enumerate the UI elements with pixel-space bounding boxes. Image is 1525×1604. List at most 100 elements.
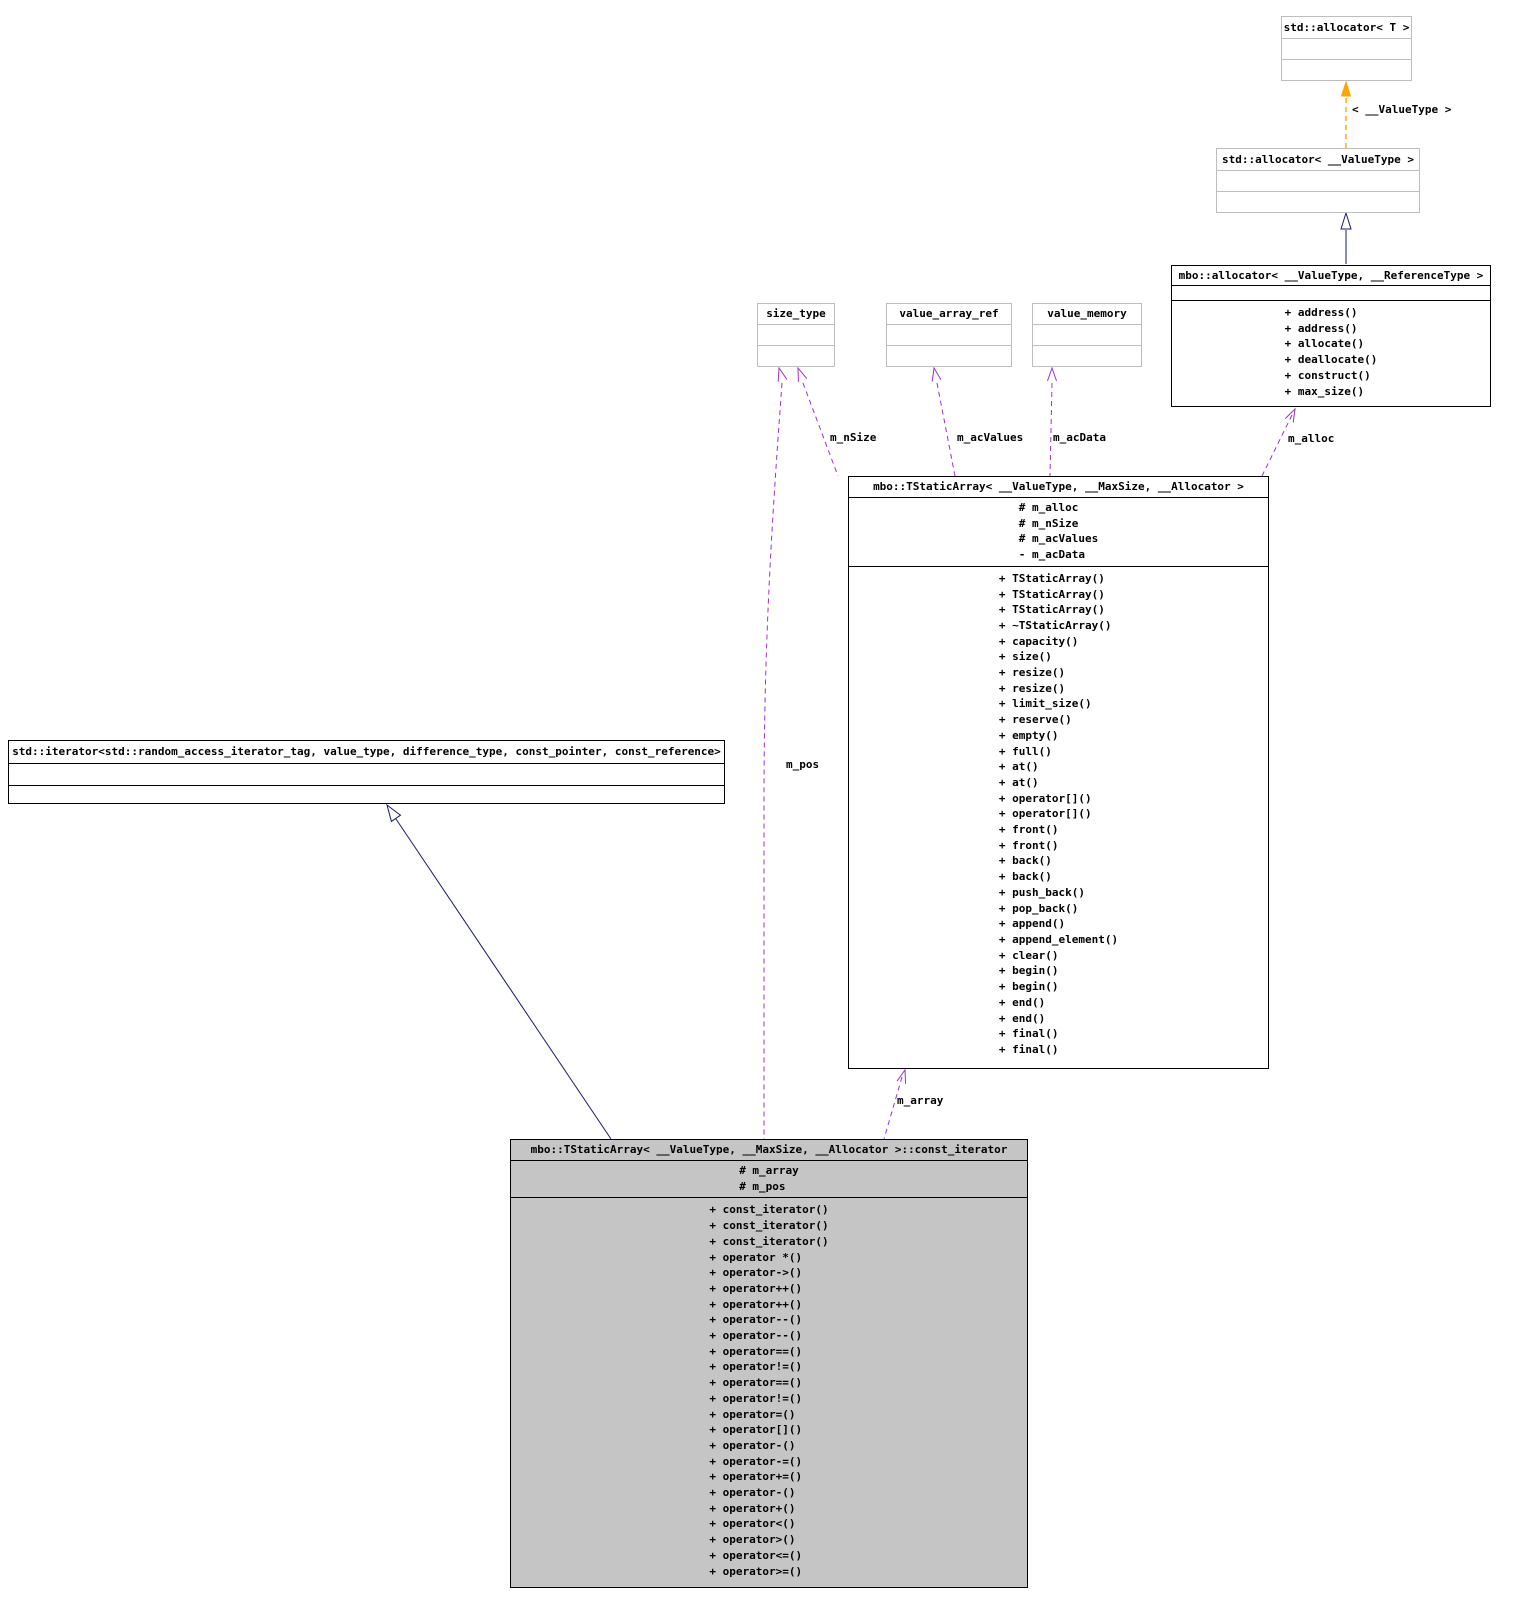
member-line: + append_element() [998,932,1119,946]
method-list: + TStaticArray() + TStaticArray() + TStati… [999,571,1118,1058]
member-line: + capacity() [998,634,1079,648]
member-line: + at() [998,775,1039,789]
member-line: + operator<() [709,1517,796,1531]
member-line: + TStaticArray() [998,571,1105,585]
member-line: + operator>=() [709,1564,803,1578]
member-line: + operator[]() [998,791,1092,805]
edge-m-nsize [797,366,839,477]
attributes-compartment [1282,39,1411,59]
member-line: + operator+() [709,1501,796,1515]
member-line: + const_iterator() [709,1219,829,1233]
member-line: + operator++() [709,1281,803,1295]
method-list: + const_iterator()+ const_iterator()+ co… [709,1202,828,1579]
class-title: mbo::TStaticArray< __ValueType, __MaxSiz… [511,1140,1027,1161]
member-line: + const_iterator() [709,1203,829,1217]
class-box-const-iterator: mbo::TStaticArray< __ValueType, __MaxSiz… [510,1139,1028,1589]
class-title[interactable]: mbo::TStaticArray< __ValueType, __MaxSiz… [849,477,1268,498]
member-line: - m_acData [1018,548,1085,562]
member-line: + operator[]() [998,807,1092,821]
edge-m-array [883,1068,907,1140]
edge-m-acdata [1047,366,1057,477]
member-line: + operator--() [709,1313,803,1327]
method-list: + address()+ address()+ allocate()+ deal… [1285,305,1378,399]
member-line: + end() [998,1011,1046,1025]
class-title[interactable]: std::iterator<std::random_access_iterato… [9,741,724,764]
edge-m-pos [763,366,788,1139]
member-line: + begin() [998,964,1059,978]
attributes-compartment: # m_alloc# m_nSize# m_acValues- m_acData [849,498,1268,566]
member-line: + allocate() [1284,337,1365,351]
edge-label-m-nsize: m_nSize [830,431,877,444]
class-box-std-allocator-valuetype: std::allocator< __ValueType > [1216,148,1420,213]
class-box-value-memory: value_memory [1032,303,1142,367]
class-title: std::allocator< T > [1282,17,1411,39]
methods-compartment [1282,59,1411,80]
attribute-list: # m_alloc# m_nSize# m_acValues- m_acData [1019,500,1098,563]
member-line: + TStaticArray() [998,587,1105,601]
attributes-compartment [9,764,724,785]
class-box-size-type: size_type [757,303,835,367]
member-line: + full() [998,744,1052,758]
class-title[interactable]: mbo::allocator< __ValueType, __Reference… [1172,266,1490,286]
member-line: + at() [998,760,1039,774]
member-line: + ~TStaticArray() [998,618,1112,632]
member-line: + operator>() [709,1533,796,1547]
member-line: + operator-() [709,1486,796,1500]
attributes-compartment [758,325,834,345]
member-line: + resize() [998,681,1066,695]
class-box-tstaticarray[interactable]: mbo::TStaticArray< __ValueType, __MaxSiz… [848,476,1269,1069]
member-line: + back() [998,870,1052,884]
edge-label-m-pos: m_pos [786,758,820,771]
member-line: + operator++() [709,1297,803,1311]
edge-label-m-acdata: m_acData [1053,431,1106,444]
edge-label-m-alloc: m_alloc [1288,432,1335,445]
edge-m-alloc [1261,407,1296,477]
member-line: + address() [1284,321,1358,335]
member-line: + operator[]() [709,1423,803,1437]
attributes-compartment: # m_array # m_pos [511,1161,1027,1197]
member-line: + TStaticArray() [998,603,1105,617]
member-line: + max_size() [1284,384,1365,398]
member-line: + operator-=() [709,1454,803,1468]
member-line: + operator+=() [709,1470,803,1484]
member-line: + final() [998,1042,1059,1056]
member-line: + begin() [998,980,1059,994]
member-line: + size() [998,650,1052,664]
member-line: # m_nSize [1018,516,1079,530]
class-box-mbo-allocator[interactable]: mbo::allocator< __ValueType, __Reference… [1171,265,1491,408]
member-line: + operator-() [709,1438,796,1452]
attributes-compartment [1033,325,1141,345]
attribute-list: # m_array # m_pos [739,1163,799,1194]
member-line: # m_array [739,1164,799,1177]
attributes-compartment [1217,171,1419,191]
class-title: value_memory [1033,304,1141,325]
methods-compartment: + address()+ address()+ allocate()+ deal… [1172,300,1490,406]
member-line: + push_back() [998,885,1085,899]
member-line: + back() [998,854,1052,868]
methods-compartment [1033,345,1141,366]
edge-label-template-args: < __ValueType > [1352,103,1452,116]
member-line: + clear() [998,948,1059,962]
edge-template-instantiation [1340,80,1352,148]
member-line: + const_iterator() [709,1234,829,1248]
member-line: + front() [998,838,1059,852]
member-line: + resize() [998,666,1066,680]
class-box-std-iterator[interactable]: std::iterator<std::random_access_iterato… [8,740,725,804]
class-title: std::allocator< __ValueType > [1217,149,1419,171]
member-line: + operator *() [709,1250,803,1264]
member-line: + append() [998,917,1066,931]
methods-compartment: + TStaticArray() + TStaticArray() + TStati… [849,565,1268,1068]
member-line: # m_pos [739,1179,786,1193]
member-line: # m_alloc [1018,501,1079,514]
member-line: + reserve() [998,713,1072,727]
class-title: size_type [758,304,834,325]
member-line: + operator=() [709,1407,796,1421]
attributes-compartment [887,325,1011,345]
member-line: + operator->() [709,1266,803,1280]
member-line: + operator<=() [709,1548,803,1562]
edge-inheritance-mbo-allocator [1340,211,1352,264]
methods-compartment [1217,191,1419,212]
edge-label-m-acvalues: m_acValues [957,431,1024,444]
